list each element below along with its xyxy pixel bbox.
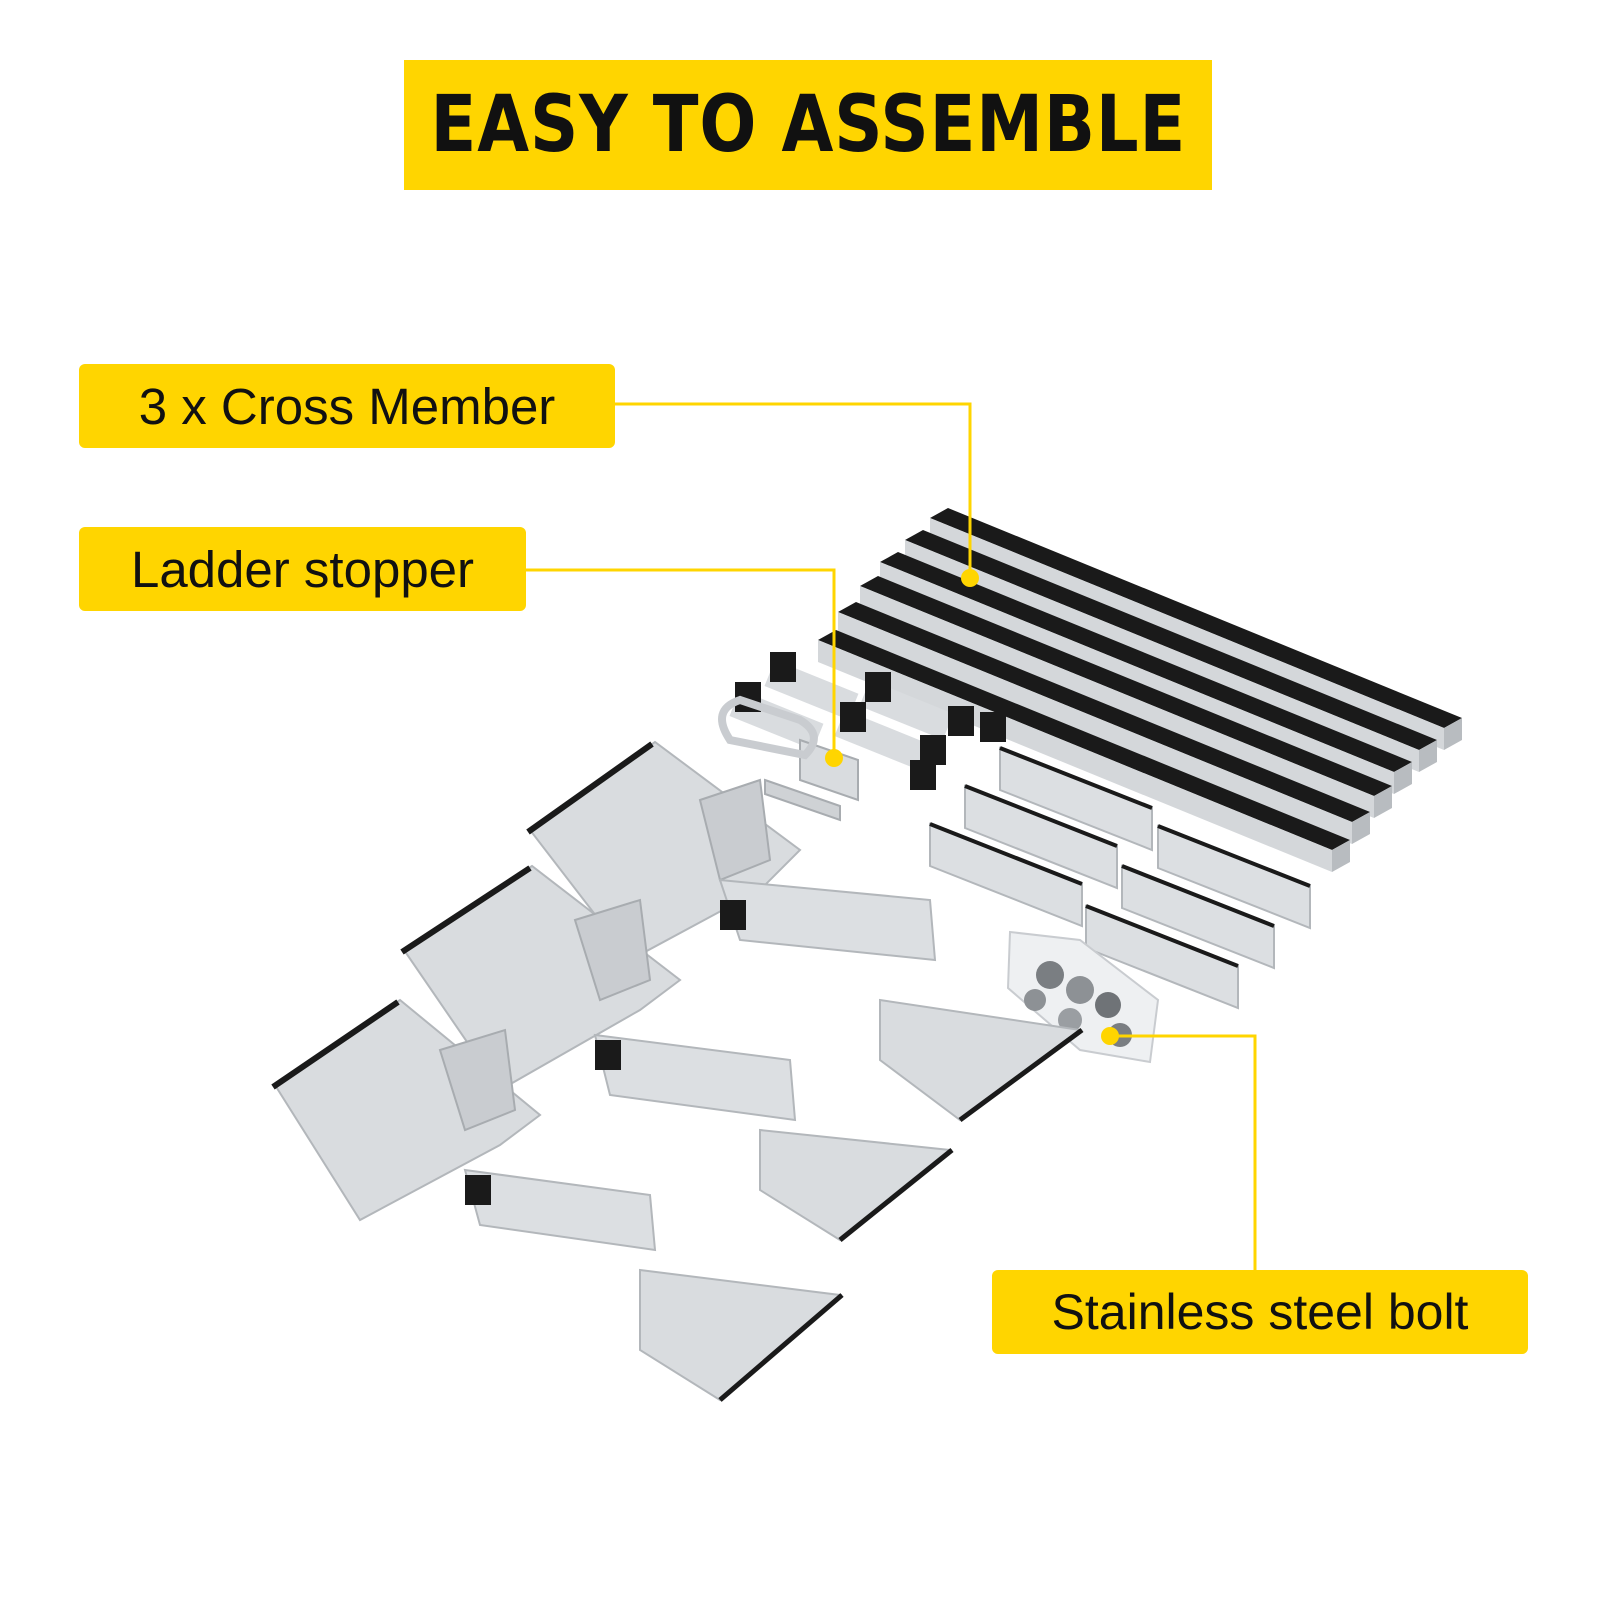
callout-cross-member-label: 3 x Cross Member: [138, 377, 556, 435]
bracket-assembly-1: [526, 740, 1084, 1123]
bracket-assembly-2: [400, 864, 954, 1242]
cross-member-tube: [860, 576, 1392, 818]
short-tube: [859, 672, 974, 740]
leader-lines: [526, 402, 1257, 1270]
callout-cross-member: 3 x Cross Member: [79, 364, 615, 448]
short-tube: [834, 702, 946, 770]
cross-member-tube: [818, 630, 1350, 872]
bracket-assembly-3: [271, 998, 844, 1402]
callout-ladder-stopper: Ladder stopper: [79, 527, 526, 611]
cross-member-tubes: [818, 508, 1462, 872]
ladder-stopper-part: [718, 695, 859, 822]
callout-ladder-stopper-label: Ladder stopper: [130, 540, 475, 598]
angle-channels: [929, 746, 1311, 1010]
callout-stainless-bolt-label: Stainless steel bolt: [1051, 1284, 1469, 1340]
title-banner: EASY TO ASSEMBLE: [404, 60, 1212, 190]
callout-stainless-bolt: Stainless steel bolt: [992, 1270, 1528, 1354]
short-tube: [910, 712, 1006, 790]
page-title: EASY TO ASSEMBLE: [430, 80, 1186, 170]
cross-member-tube: [838, 602, 1370, 844]
